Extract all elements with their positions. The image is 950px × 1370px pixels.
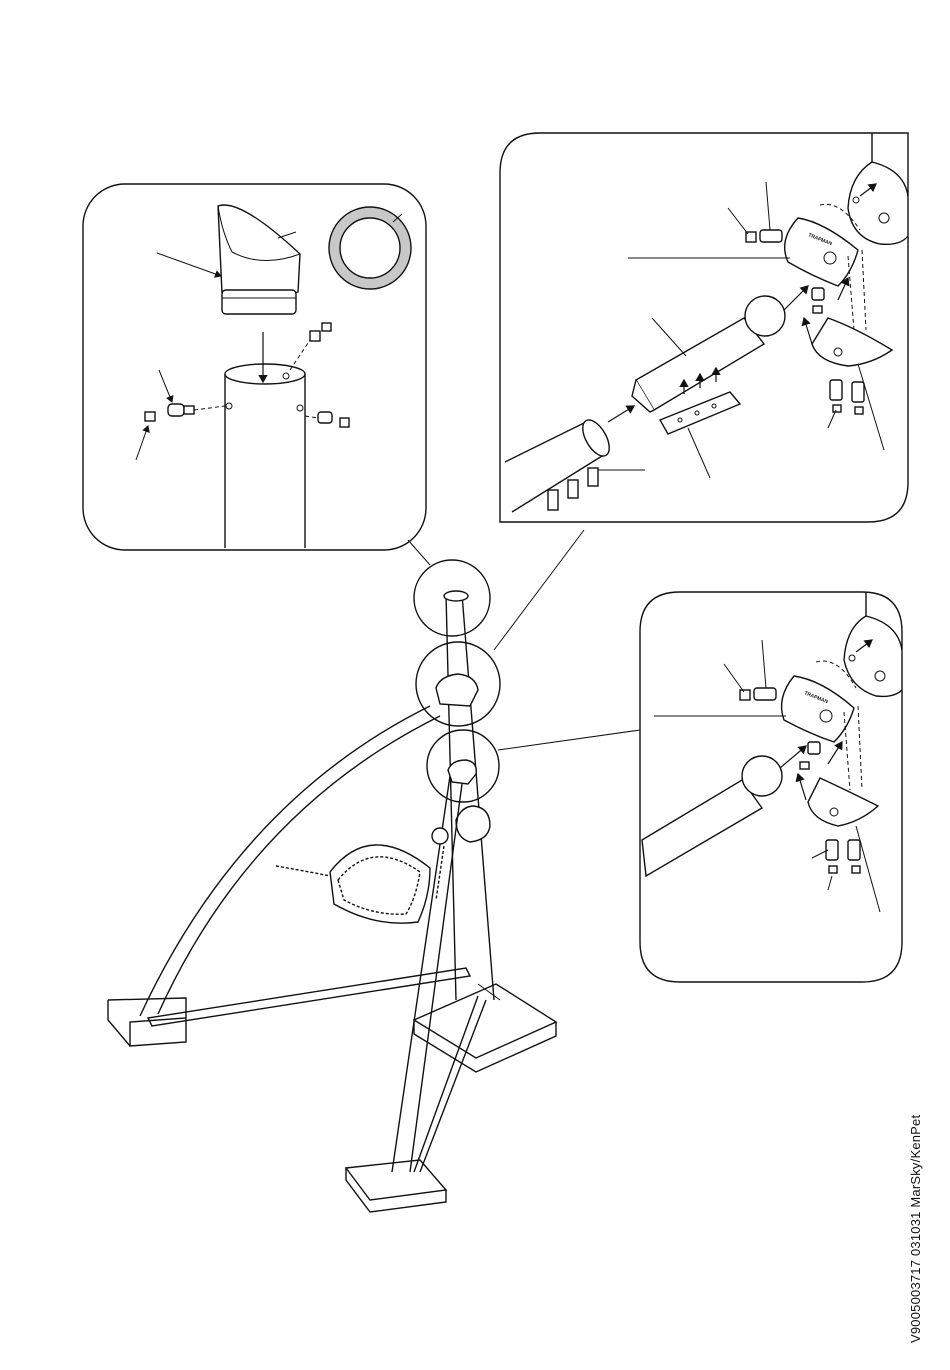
hub-sphere-icon [848,133,908,244]
pole-cap-icon [218,205,300,314]
lower-joint-detail-panel: TRAPMAN [640,592,902,982]
rod-ball-icon [632,296,785,412]
upper-joint-detail-panel: TRAPMAN [500,133,908,522]
cap-detail-panel [83,184,426,550]
hub-sphere-icon [844,592,902,696]
pole-cross-section-icon [329,207,411,289]
swing-frame-assembly [108,560,556,1212]
document-code: V9005003717 031031 MarSky/KenPet [908,1115,923,1343]
clamp-upper-icon: TRAPMAN [782,676,854,742]
clamp-lower-icon [812,318,892,366]
rod-ball-icon [642,756,782,876]
clamp-upper-icon: TRAPMAN [785,218,858,286]
pole-top-icon [225,364,305,548]
swing-seat-icon [276,828,448,923]
tube-icon [505,416,615,512]
clamp-lower-icon [808,778,878,826]
base-plate-icon [108,984,556,1212]
